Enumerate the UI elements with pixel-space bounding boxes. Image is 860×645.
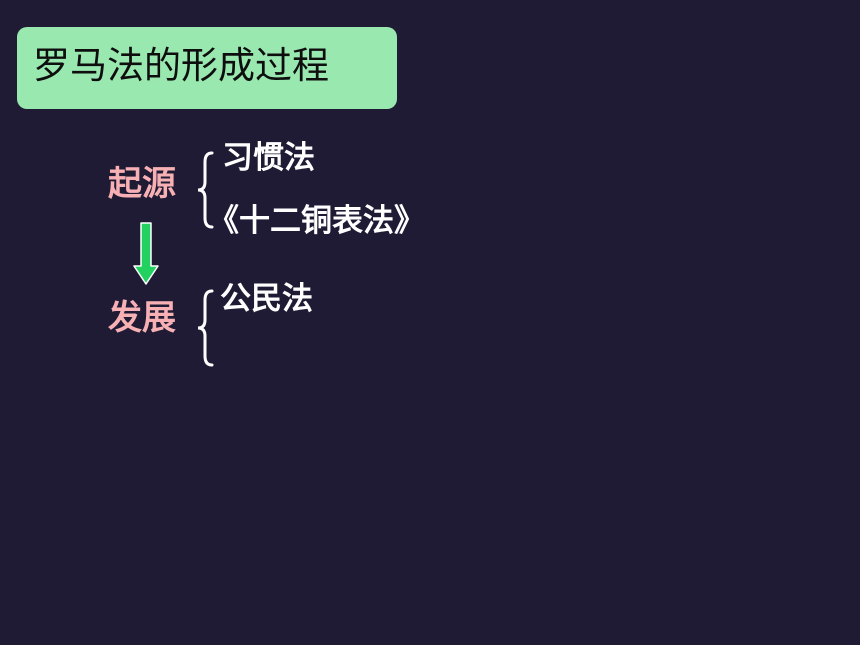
page-title: 罗马法的形成过程 bbox=[33, 44, 329, 87]
origin-item-twelve-tables: 《十二铜表法》 bbox=[208, 203, 425, 239]
stage-label-development: 发展 bbox=[108, 298, 176, 338]
title-box: 罗马法的形成过程 bbox=[17, 27, 397, 109]
origin-item-custom-law: 习惯法 bbox=[222, 140, 315, 176]
left-brace-icon bbox=[197, 289, 214, 367]
left-brace-icon bbox=[197, 151, 214, 229]
down-arrow-icon bbox=[133, 222, 159, 285]
development-item-civil-law: 公民法 bbox=[220, 281, 313, 317]
stage-label-origin: 起源 bbox=[108, 164, 176, 204]
